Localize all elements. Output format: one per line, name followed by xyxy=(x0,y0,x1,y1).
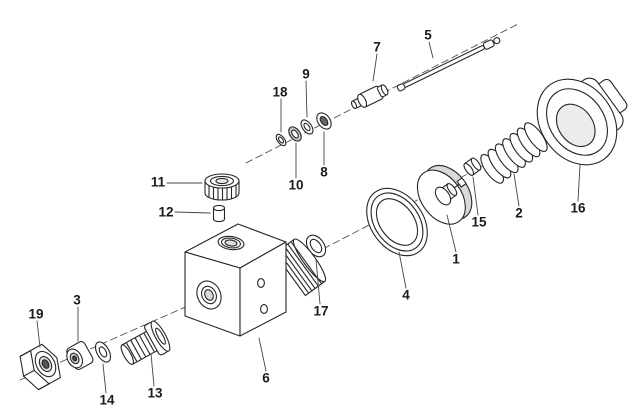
part-drawing-19 xyxy=(19,343,61,391)
part-label-19: 19 xyxy=(28,306,44,322)
part-drawing-6 xyxy=(184,223,327,337)
part-label-3: 3 xyxy=(73,292,81,308)
part-label-10: 10 xyxy=(288,177,304,193)
part-drawing-18 xyxy=(275,133,287,147)
part-drawing-4 xyxy=(366,187,428,257)
part-drawing-5 xyxy=(396,37,501,92)
part-label-7: 7 xyxy=(373,39,381,55)
part-drawing-13 xyxy=(120,320,171,365)
part-label-16: 16 xyxy=(570,200,586,216)
part-drawing-8 xyxy=(316,112,332,130)
part-label-5: 5 xyxy=(424,27,432,43)
part-drawing-11 xyxy=(204,173,240,201)
part-drawing-12 xyxy=(212,204,226,223)
part-drawing-7 xyxy=(350,84,389,110)
part-label-15: 15 xyxy=(471,214,487,230)
part-drawing-14 xyxy=(94,341,112,363)
part-drawing-3 xyxy=(66,341,94,370)
part-drawing-9 xyxy=(300,119,314,135)
part-drawing-16 xyxy=(536,77,628,166)
part-label-18: 18 xyxy=(272,84,288,100)
part-drawing-1 xyxy=(416,164,473,225)
part-label-1: 1 xyxy=(452,251,460,267)
part-label-17: 17 xyxy=(313,303,329,319)
part-drawing-2 xyxy=(480,122,548,184)
leader-lines xyxy=(36,41,581,394)
part-drawing-10 xyxy=(288,126,302,142)
part-drawing-17 xyxy=(305,234,327,258)
part-label-4: 4 xyxy=(402,287,410,303)
part-label-12: 12 xyxy=(158,204,174,220)
part-label-13: 13 xyxy=(147,385,163,401)
assembly-axis-lines xyxy=(19,23,561,381)
part-label-8: 8 xyxy=(320,164,328,180)
part-label-11: 11 xyxy=(150,174,166,190)
part-label-2: 2 xyxy=(515,205,523,221)
part-drawing-15 xyxy=(463,157,482,176)
part-label-9: 9 xyxy=(302,66,310,82)
part-label-6: 6 xyxy=(262,370,270,386)
part-label-14: 14 xyxy=(99,392,115,408)
